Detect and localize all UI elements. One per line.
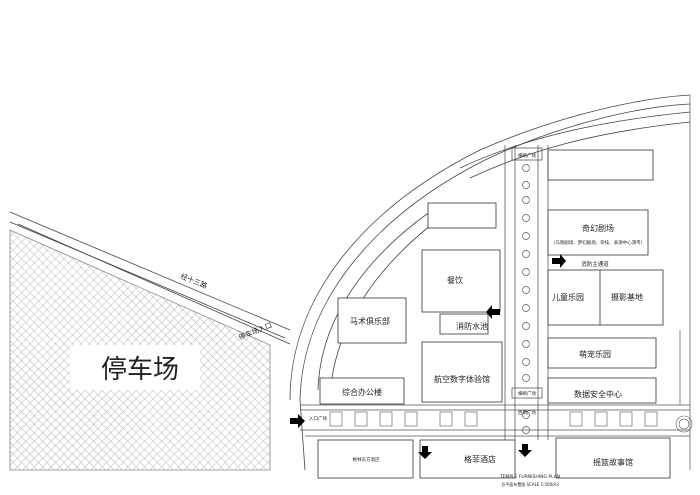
aviation-museum-label: 航空数字体验馆	[434, 374, 490, 384]
hotel-label: 格菲酒店	[464, 454, 496, 464]
arrow-down-icon	[518, 444, 532, 457]
arrow-down-icon	[418, 446, 432, 459]
site-boundary	[300, 95, 691, 470]
central-avenue	[504, 145, 549, 440]
restaurant-label: 餐饮	[447, 275, 463, 285]
gate-left-label: 入口广场	[309, 415, 327, 422]
hotel-left-label: 格林东方酒店	[353, 456, 380, 463]
square-top-label: 横断广场	[518, 152, 536, 159]
arrow-right-icon	[552, 254, 566, 268]
west-buildings	[317, 202, 516, 479]
road-name-label: 经十三路	[179, 272, 208, 291]
fire-lane-label: 消防主通道	[581, 260, 609, 268]
arrow-right-icon	[290, 414, 305, 428]
square-bottom-label: 横断广场	[518, 390, 536, 397]
pet-park-label: 萌宠乐园	[579, 349, 611, 359]
arrow-left-icon	[486, 305, 500, 319]
photo-base-label: 摄影基地	[611, 292, 643, 302]
fire-pool-label: 消防水池	[456, 321, 488, 331]
gate-label: 西南广场	[518, 409, 536, 416]
plan-subtitle-label: 总平面布置图 SCALE 1:500/A3	[501, 481, 559, 487]
parking-label: 停车场	[101, 355, 179, 385]
plan-title-label: TEMPLE FURNISHING PLAN	[499, 474, 560, 480]
avenue-trees	[522, 164, 530, 434]
entrance-arrows	[290, 254, 566, 459]
street-furniture	[329, 411, 693, 433]
road-jingshisan	[9, 211, 291, 345]
magic-theater-label: 奇幻剧场	[582, 223, 614, 233]
office-label: 综合办公楼	[342, 387, 382, 397]
curved-boundary-road	[289, 94, 691, 471]
east-buildings	[547, 149, 671, 479]
kids-park-label: 儿童乐园	[552, 292, 584, 302]
data-security-label: 数据安全中心	[574, 389, 622, 399]
story-hall-label: 摇篮故事馆	[593, 457, 633, 467]
horse-club-label: 马术俱乐部	[350, 316, 390, 326]
parking-lot: 停车场	[9, 229, 271, 471]
magic-theater-sub-label: (马戏剧场、梦幻剧场、杂技、表演中心演专)	[553, 239, 642, 246]
